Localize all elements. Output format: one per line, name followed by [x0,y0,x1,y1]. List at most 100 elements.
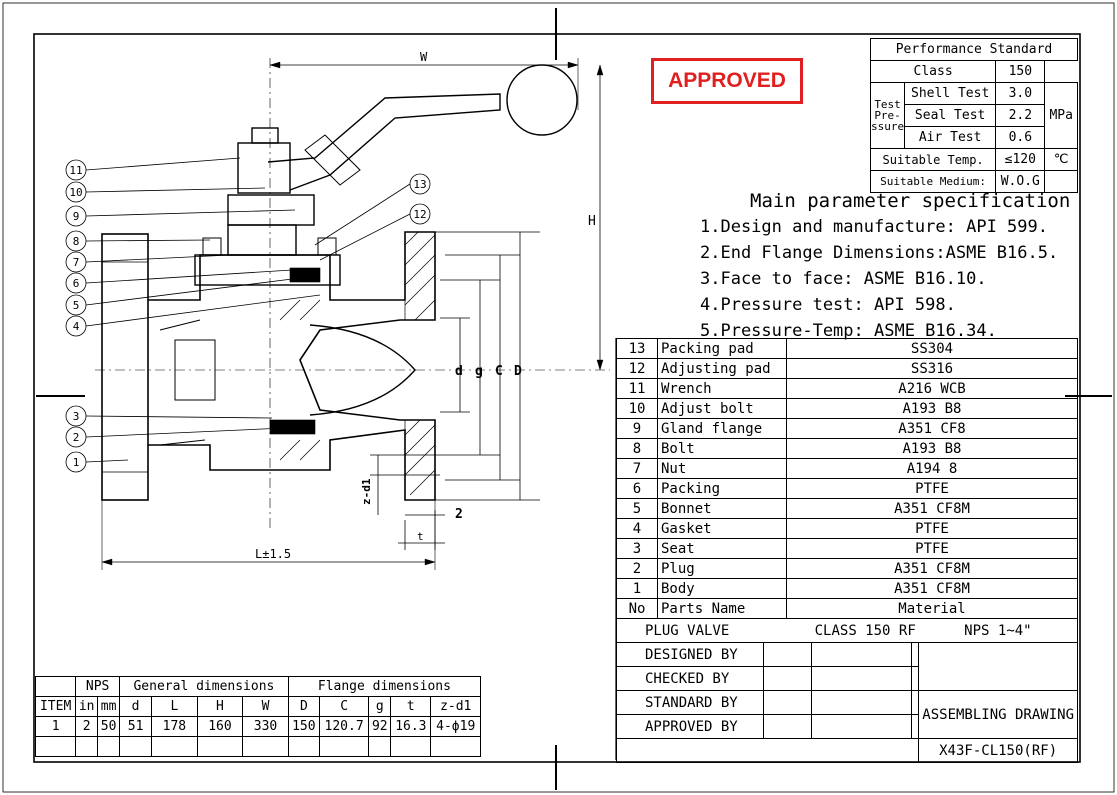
balloon-circle [409,173,431,195]
dims-group-nps: NPS [75,676,121,697]
perf-air-label: Air Test [904,126,997,149]
dim-l: L±1.5 [255,547,291,561]
dims-header: H [196,696,244,717]
part-name: Packing pad [657,338,787,359]
balloon-number: 2 [73,431,80,444]
balloon-leader [85,239,211,242]
part-no: 5 [616,498,658,519]
spec-line: 3.Face to face: ASME B16.10. [700,269,987,289]
spec-heading: Main parameter specification [750,190,1071,212]
dim-z-d1: z-d1 [360,478,373,505]
part-name: Body [657,578,787,599]
perf-unit-mpa: MPa [1044,82,1078,149]
balloon-number: 8 [73,235,80,248]
dims-cell: 2 [75,716,99,737]
dims-cell: 150 [287,716,320,737]
balloon-number: 13 [413,178,426,191]
part-name: Seat [657,538,787,559]
part-no: 4 [616,518,658,539]
balloon-circle [65,272,87,294]
balloon-circle [65,181,87,203]
part-no: 10 [616,398,658,419]
title-block: PLUG VALVE CLASS 150 RF NPS 1~4" DESIGNE… [615,618,1078,763]
part-no: 6 [616,478,658,499]
perf-temp-value: ≤120 [995,148,1046,171]
part-no: 7 [616,458,658,479]
dims-header: D [287,696,320,717]
balloon-number: 12 [413,208,426,221]
dim-w: W [420,50,428,64]
dimensions-table: NPS General dimensions Flange dimensions… [34,676,482,757]
dim-d: d [455,364,463,379]
perf-medium-value: W.O.G [995,170,1046,193]
dims-header: in [75,696,99,717]
dims-group-flange: Flange dimensions [287,676,482,697]
title-checked: CHECKED BY [616,666,764,691]
part-material: A351 CF8 [786,418,1078,439]
balloon-leader [85,269,293,284]
part-material: SS304 [786,338,1078,359]
balloon-leader [85,209,296,217]
part-name: Gasket [657,518,787,539]
title-drawing-type: ASSEMBLING DRAWING [918,690,1078,739]
title-product: PLUG VALVE [615,618,812,643]
part-name: Adjusting pad [657,358,787,379]
part-name: Wrench [657,378,787,399]
part-name: Plug [657,558,787,579]
balloon-circle [65,426,87,448]
header-no: No [616,598,658,619]
part-no: 8 [616,438,658,459]
approved-stamp: APPROVED [651,58,803,104]
balloon-circle [65,315,87,337]
title-class: CLASS 150 RF [811,618,919,643]
balloon-circle [409,203,431,225]
balloon-leader [85,254,231,263]
title-approved: APPROVED BY [616,714,764,739]
part-material: A194 8 [786,458,1078,479]
dims-cell: 4-ϕ19 [430,716,481,737]
balloon-circle [65,451,87,473]
part-no: 1 [616,578,658,599]
balloon-leader [314,183,411,246]
dim-g: g [475,364,483,379]
part-material: PTFE [786,478,1078,499]
balloon-leader [85,187,266,193]
balloon-number: 6 [73,277,80,290]
part-material: PTFE [786,518,1078,539]
dims-header: g [368,696,392,717]
balloon-circle [65,251,87,273]
dims-header: L [151,696,198,717]
part-name: Nut [657,458,787,479]
title-drawing-no: X43F-CL150(RF) [918,738,1078,763]
performance-standard-table: Performance Standard Class 150 Test Pre-… [869,38,1078,193]
perf-air-value: 0.6 [995,126,1046,149]
balloon-number: 7 [73,256,80,269]
balloon-circle [65,159,87,181]
balloon-leader [85,157,241,171]
balloon-number: 4 [73,320,80,333]
spec-line: 4.Pressure test: API 598. [700,295,956,315]
part-name: Packing [657,478,787,499]
perf-test-label: Test [874,98,901,111]
title-size: NPS 1~4" [918,618,1078,643]
dims-cell: 120.7 [318,716,370,737]
part-material: SS316 [786,358,1078,379]
dim-2: 2 [455,507,463,522]
dims-header: z-d1 [430,696,481,717]
part-material: A351 CF8M [786,578,1078,599]
header-material: Material [786,598,1078,619]
part-no: 9 [616,418,658,439]
